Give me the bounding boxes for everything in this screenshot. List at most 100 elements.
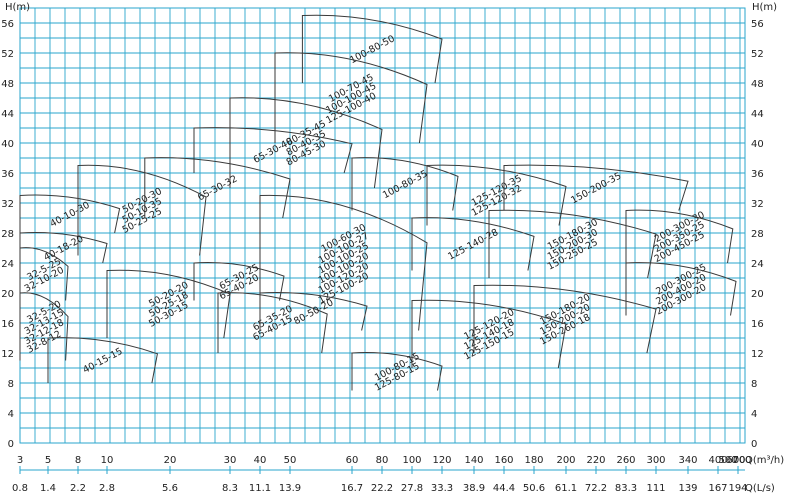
pump-region-outline [193,262,285,301]
pump-region-outline [351,157,459,211]
y-tick-label-right: 32 [751,199,764,210]
pump-region-outline [503,164,689,211]
x-tick-label-top: 3 [17,455,23,466]
pump-region-outline [19,292,69,361]
y-tick-label-left: 8 [8,379,14,390]
x-tick-label-bottom: 1.4 [40,483,56,494]
x-tick-label-bottom: 2.8 [99,483,115,494]
x-tick-label-top: 260 [616,455,635,466]
x-tick-label-top: 140 [464,455,483,466]
x-tick-label-bottom: 194 [728,483,747,494]
pump-region-outline [19,194,121,234]
x-tick-label-bottom: 0.8 [12,483,28,494]
pump-region-outline [274,52,428,144]
y-tick-label-right: 4 [751,409,757,420]
y-axis-title-left: H(m) [5,2,30,13]
x-tick-label-top: 200 [556,455,575,466]
x-tick-label-bottom: 50.6 [523,483,545,494]
x-tick-label-top: 340 [678,455,697,466]
pump-region-outline [351,352,443,391]
pump-region-outline [19,247,69,301]
x-tick-label-bottom: 5.6 [162,483,178,494]
x-tick-label-top: 60 [346,455,359,466]
x-tick-label-top: 8 [75,455,81,466]
x-tick-label-bottom: 8.3 [222,483,238,494]
x-tick-label-bottom: 16.7 [341,483,363,494]
x-tick-label-top: 100 [402,455,421,466]
pump-region-outline [259,292,368,331]
pump-region-outline [19,231,108,264]
x-tick-label-bottom: 27.8 [401,483,423,494]
y-tick-label-right: 0 [751,439,757,450]
x-tick-label-top: 50 [284,455,297,466]
pump-region-outline [217,292,328,354]
x-tick-label-bottom: 83.3 [615,483,637,494]
pump-region-outline [625,209,734,264]
y-tick-label-left: 52 [1,49,14,60]
y-tick-label-right: 16 [751,319,764,330]
pump-region-outline [47,337,158,384]
x-tick-label-top: 80 [376,455,389,466]
pump-region-outline [193,127,353,174]
x-tick-label-top: 700 [732,455,751,466]
x-tick-label-bottom: 111 [646,483,665,494]
pump-regions: 100-80-50100-70-45100-100-45125-100-4080… [19,14,737,394]
y-tick-label-right: 56 [751,19,764,30]
pump-model-label: 125-140-28 [446,227,500,263]
x-tick-label-top: 600 [726,455,745,466]
y-tick-label-right: 20 [751,289,764,300]
x-tick-label-top: 300 [646,455,665,466]
y-tick-label-right: 40 [751,139,764,150]
x-tick-label-bottom: 2.2 [70,483,86,494]
y-tick-label-left: 56 [1,19,14,30]
y-tick-label-right: 52 [751,49,764,60]
y-tick-label-right: 28 [751,229,764,240]
y-tick-label-right: 8 [751,379,757,390]
pump-model-label: 40-10-30 [48,200,91,230]
x-tick-label-top: 180 [524,455,543,466]
x-tick-label-top: 160 [494,455,513,466]
pump-model-label: 40-15-15 [81,346,124,376]
x-tick-label-bottom: 38.9 [463,483,485,494]
x-tick-label-bottom: 72.2 [585,483,607,494]
pump-region-outline [77,164,207,256]
x-tick-label-bottom: 13.9 [279,483,301,494]
pump-region-outline [144,157,291,219]
y-tick-label-left: 28 [1,229,14,240]
x-tick-label-top: 220 [586,455,605,466]
y-tick-label-right: 12 [751,349,764,360]
x-tick-label-top: 20 [164,455,177,466]
x-tick-label-bottom: 33.3 [431,483,453,494]
chart-grid [19,7,746,444]
pump-region-outline [625,262,737,316]
x-tick-label-bottom: 22.2 [371,483,393,494]
pump-region-outline [426,164,567,226]
y-tick-label-right: 24 [751,259,764,270]
y-tick-label-left: 40 [1,139,14,150]
x-axis-title-bottom: Q(L/s) [745,483,775,494]
pump-region-outline [106,269,231,339]
y-tick-label-left: 20 [1,289,14,300]
y-tick-label-left: 32 [1,199,14,210]
x-tick-label-top: 40 [254,455,267,466]
y-axis-title-right: H(m) [752,2,777,13]
y-tick-label-right: 48 [751,79,764,90]
x-tick-label-top: 120 [432,455,451,466]
pump-region-outline [411,299,567,369]
pump-region-outline [411,217,535,271]
x-tick-label-bottom: 167 [708,483,727,494]
y-tick-label-left: 24 [1,259,14,270]
y-tick-label-left: 0 [8,439,14,450]
y-tick-label-right: 44 [751,109,764,120]
pump-region-outline [473,284,657,354]
x-tick-label-bottom: 139 [678,483,697,494]
y-tick-label-right: 36 [751,169,764,180]
x-tick-label-top: 500 [718,455,737,466]
y-tick-label-left: 4 [8,409,14,420]
x-tick-label-top: 5 [45,455,51,466]
y-tick-label-left: 16 [1,319,14,330]
pump-region-outline [301,14,443,84]
x-tick-label-bottom: 44.4 [493,483,515,494]
